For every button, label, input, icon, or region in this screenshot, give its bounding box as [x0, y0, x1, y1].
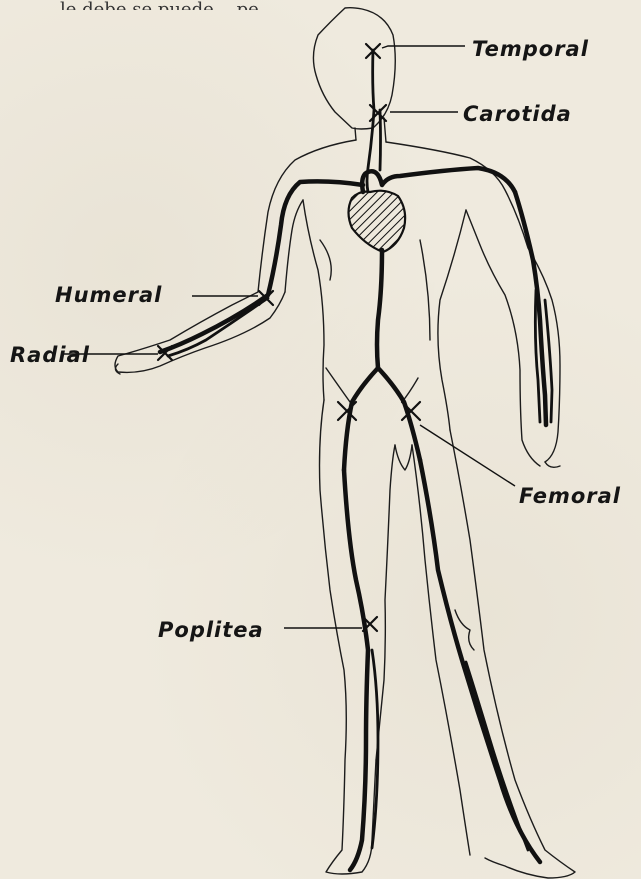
arteries	[160, 50, 552, 870]
femoral-leader	[420, 425, 515, 486]
label-humeral: Humeral	[55, 283, 162, 307]
label-temporal: Temporal	[472, 37, 589, 61]
cropped-text-fragment: le debe se puede... pe...	[60, 0, 276, 20]
leader-lines	[64, 46, 515, 628]
top-text: le debe se puede... pe...	[60, 0, 276, 20]
label-carotida: Carotida	[463, 102, 572, 126]
label-radial: Radial	[10, 343, 90, 367]
label-poplitea: Poplitea	[158, 618, 264, 642]
labels: Temporal Carotida Humeral Radial Femoral…	[10, 37, 621, 642]
label-femoral: Femoral	[519, 484, 621, 508]
heart	[349, 191, 406, 252]
